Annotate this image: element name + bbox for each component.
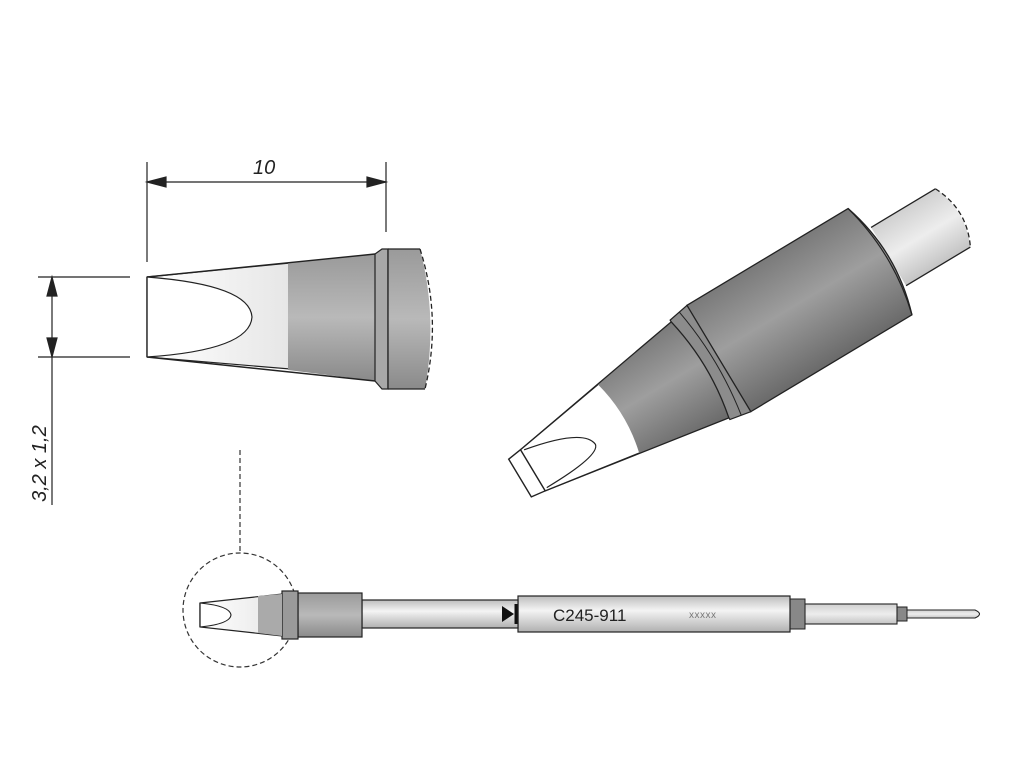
full-tip-view: C245-911 xxxxx: [182, 450, 981, 668]
side-view: 10 3,2 x 1,2: [29, 157, 434, 505]
label-body: [517, 595, 791, 633]
tip-cap: [388, 249, 431, 389]
length-dimension: [144, 162, 389, 262]
serial-number: xxxxx: [689, 610, 717, 621]
tinned-face: [146, 276, 253, 358]
width-label: 3,2 x 1,2: [29, 425, 51, 502]
perspective-view: [507, 188, 972, 498]
part-number: C245-911: [553, 606, 626, 625]
triangle-arrow-icon: [502, 604, 518, 624]
length-label: 10: [253, 157, 275, 179]
tip-ring: [374, 248, 389, 390]
tip-gray-section: [288, 254, 375, 381]
width-dimension: [38, 274, 130, 505]
